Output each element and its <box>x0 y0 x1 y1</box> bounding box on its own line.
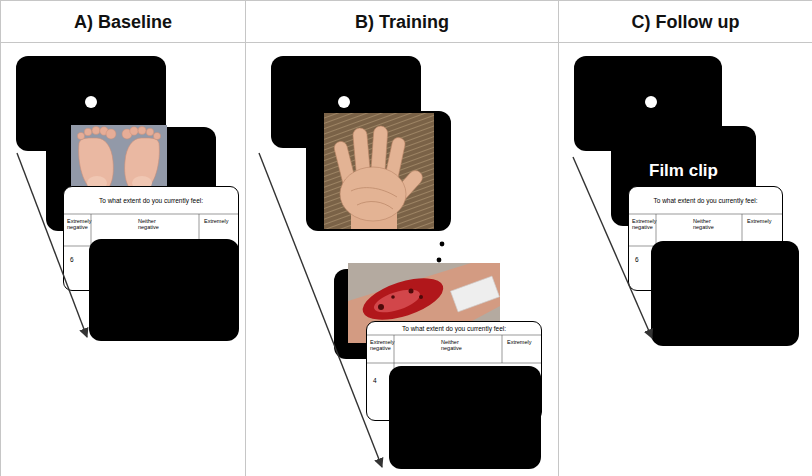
rating-value: 4 <box>373 377 387 384</box>
panel-heading: A) Baseline <box>1 1 245 43</box>
scale-anchor: Extremely <box>204 218 238 224</box>
rating-scale: To what extent do you currently feel: Ext… <box>628 186 783 291</box>
blank-screen <box>389 366 541 469</box>
film-clip-label: Film clip <box>611 161 756 181</box>
toes <box>77 127 160 140</box>
picture-screen <box>306 111 451 231</box>
fixation-dot <box>85 96 97 108</box>
time-arrow <box>259 153 382 467</box>
wound-inner <box>371 285 422 317</box>
ellipsis-dots <box>437 242 445 274</box>
feet-photo <box>71 125 167 197</box>
rating-question: To what extent do you currently feel: <box>64 197 238 204</box>
wound-photo <box>348 263 500 343</box>
rating-scale: To what extent do you currently feel: Ext… <box>366 321 542 421</box>
rating-value: 6 <box>70 256 84 263</box>
bandage-tape <box>451 276 500 312</box>
fixation-dot <box>645 96 657 108</box>
photo-background <box>71 125 167 197</box>
fixation-screen <box>16 56 166 151</box>
panel-column: A) Baseline To what extent do you current… <box>1 1 246 476</box>
scale-anchor: Neither negative <box>138 218 172 231</box>
wound <box>358 270 448 328</box>
scale-anchor: Neither negative <box>441 339 475 352</box>
left-sole <box>79 138 114 193</box>
scale-anchor: Extremely <box>747 218 781 224</box>
right-sole <box>125 138 160 193</box>
palm-line <box>351 188 397 197</box>
rating-question: To what extent do you currently feel: <box>367 325 541 332</box>
heel <box>132 176 152 190</box>
panel-column: B) Training To what extent do you current… <box>246 1 559 476</box>
fixation-screen <box>271 56 421 148</box>
panel-heading: C) Follow up <box>559 1 812 43</box>
rating-grid <box>64 214 782 420</box>
hand-photo <box>324 113 434 229</box>
fixation-screen <box>574 56 722 151</box>
leg <box>348 263 500 343</box>
photo-background <box>348 263 500 343</box>
scale-anchor: Neither negative <box>693 218 727 231</box>
rating-scale: To what extent do you currently feel: Ext… <box>63 186 239 291</box>
scale-anchor: Extremely negative <box>370 339 396 352</box>
palm-line <box>357 202 393 209</box>
panel-column: C) Follow up Film clip To what extent do y… <box>559 1 812 476</box>
picture-screen <box>46 127 216 231</box>
panel-heading: B) Training <box>246 1 558 43</box>
heel <box>87 176 107 190</box>
photo-floor <box>71 187 167 197</box>
fixation-dot <box>338 96 350 108</box>
rating-value: 6 <box>635 256 649 263</box>
time-arrow <box>17 153 87 337</box>
rating-question: To what extent do you currently feel: <box>629 197 782 204</box>
blank-screen <box>651 241 799 346</box>
scale-anchor: Extremely negative <box>632 218 658 231</box>
blank-screen <box>89 239 239 341</box>
hand <box>333 126 425 229</box>
photo-background <box>324 113 434 229</box>
picture-screen <box>334 269 496 359</box>
time-arrow <box>573 157 652 338</box>
scale-anchor: Extremely <box>507 339 541 345</box>
scale-anchor: Extremely negative <box>67 218 93 231</box>
wound-spots <box>378 289 423 311</box>
